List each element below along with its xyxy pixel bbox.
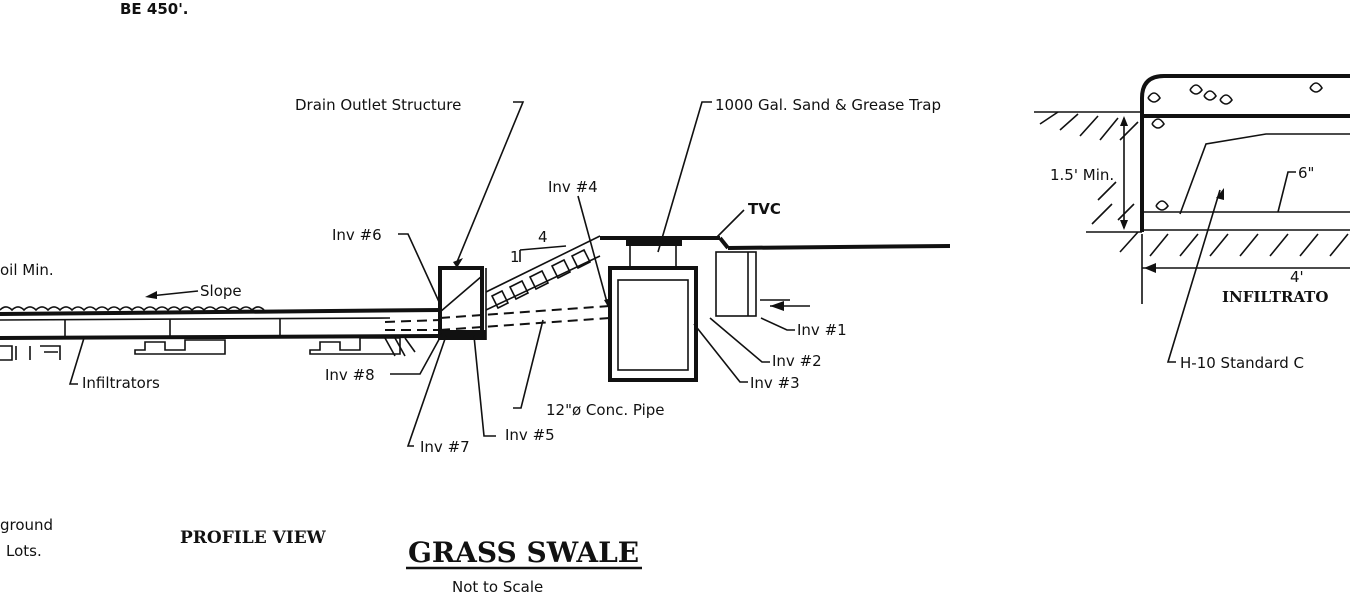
top-note: BE 450'. (120, 0, 189, 18)
tvc-label: TVC (748, 200, 781, 218)
infiltrator-chambers (0, 337, 416, 361)
inv2-leader (709, 317, 770, 363)
inv6-leader (398, 233, 441, 305)
grass-swale-title: GRASS SWALE (408, 536, 639, 569)
pipe-leader (513, 319, 544, 409)
slope-rise: 1 (510, 248, 520, 266)
pipe-label: 12"ø Conc. Pipe (546, 401, 665, 419)
drain-outlet-leader (456, 101, 525, 263)
inv4-label: Inv #4 (548, 178, 598, 196)
inv5-label: Inv #5 (505, 426, 555, 444)
infiltrators-leader (68, 337, 85, 385)
embankment: 1 4 (485, 228, 601, 311)
grease-trap-label: 1000 Gal. Sand & Grease Trap (715, 96, 941, 114)
slope-arrow (149, 290, 199, 297)
infiltrators-label: Infiltrators (82, 374, 160, 392)
slope-run: 4 (538, 228, 548, 246)
min-depth-label: 1.5' Min. (1050, 166, 1114, 184)
grease-trap: 1000 Gal. Sand & Grease Trap Inv #4 TVC … (548, 96, 951, 392)
inv3-leader (693, 323, 748, 383)
width-label: 4' (1290, 268, 1304, 286)
infiltrator-section: 1.5' Min. 6" 4' INFILTRATO H-10 Standard… (1034, 74, 1350, 372)
ground-surface (0, 308, 441, 316)
tvc-leader (715, 209, 745, 239)
grease-trap-leader (657, 101, 712, 253)
inv4-leader (577, 195, 609, 307)
drain-outlet-structure: Drain Outlet Structure Inv #6 Inv #8 Inv… (295, 96, 555, 456)
pipe-bottom (439, 317, 611, 331)
six-inch-label: 6" (1298, 164, 1314, 182)
bed-line (0, 317, 391, 321)
ground-note-line1: ground (0, 516, 53, 534)
slope-label: Slope (200, 282, 242, 300)
profile-view-title: PROFILE VIEW (180, 528, 327, 548)
infiltrator-title: INFILTRATO (1222, 288, 1328, 306)
pipe-top (439, 305, 611, 319)
inv6-label: Inv #6 (332, 226, 382, 244)
soil-min-label: oil Min. (0, 261, 54, 279)
inv7-leader (406, 335, 447, 447)
gravel-row (0, 306, 265, 312)
h10-label: H-10 Standard C (1180, 354, 1304, 372)
inv8-leader (390, 333, 443, 375)
inv8-label: Inv #8 (325, 366, 375, 384)
inv1-label: Inv #1 (797, 321, 847, 339)
inv2-label: Inv #2 (772, 352, 822, 370)
drain-outlet-label: Drain Outlet Structure (295, 96, 461, 114)
ground-note-line2: Lots. (6, 542, 42, 560)
inv5-leader (473, 335, 496, 437)
inv7-label: Inv #7 (420, 438, 470, 456)
inv3-label: Inv #3 (750, 374, 800, 392)
swale-bed: Slope oil Min. Infiltrators (0, 261, 441, 392)
h10-leader (1166, 189, 1221, 363)
bed-bottom (0, 334, 441, 340)
inv1-leader (760, 317, 795, 331)
not-to-scale-label: Not to Scale (452, 578, 543, 596)
